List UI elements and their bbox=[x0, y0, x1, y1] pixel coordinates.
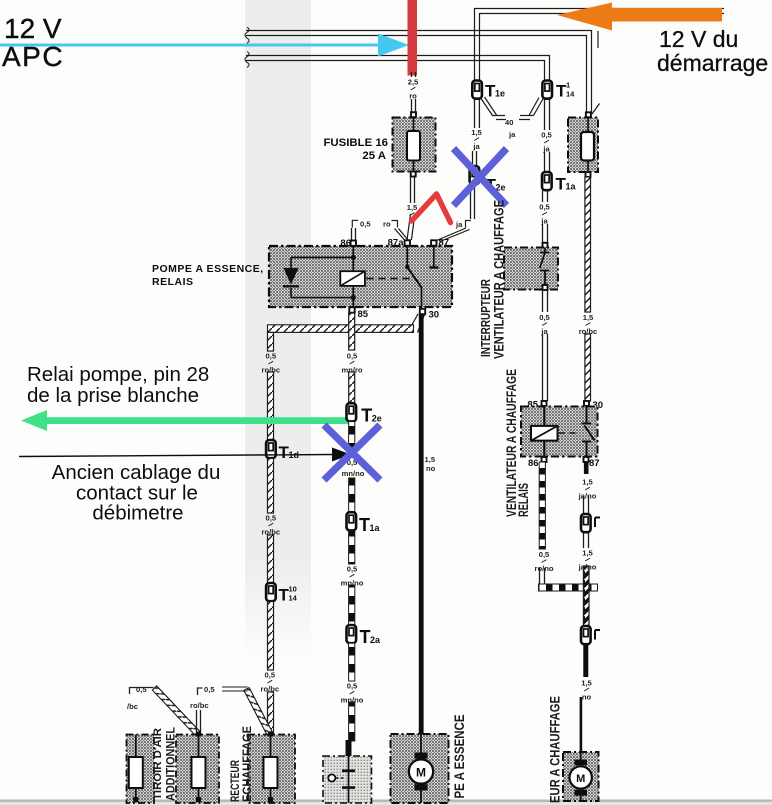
svg-text:ro/bc: ro/bc bbox=[262, 366, 281, 375]
svg-text:85: 85 bbox=[358, 309, 369, 320]
svg-text:14: 14 bbox=[288, 594, 297, 603]
svg-text:0,5: 0,5 bbox=[204, 685, 215, 694]
svg-text:1e: 1e bbox=[495, 89, 505, 99]
svg-text:0,5: 0,5 bbox=[266, 514, 277, 523]
svg-text:87a: 87a bbox=[388, 238, 405, 249]
svg-text:0,5: 0,5 bbox=[539, 550, 550, 559]
svg-text:0,5: 0,5 bbox=[347, 682, 358, 691]
svg-text:mn/no: mn/no bbox=[341, 579, 364, 588]
svg-text:1,5: 1,5 bbox=[581, 679, 592, 688]
svg-text:ro/bc: ro/bc bbox=[262, 528, 281, 537]
svg-text:14: 14 bbox=[566, 90, 575, 99]
svg-text:87: 87 bbox=[439, 238, 450, 249]
svg-text:ja: ja bbox=[540, 217, 548, 226]
svg-text:ro: ro bbox=[409, 92, 417, 101]
svg-text:RELAIS: RELAIS bbox=[152, 276, 194, 288]
svg-text:1a: 1a bbox=[565, 182, 576, 192]
svg-text:25 A: 25 A bbox=[362, 150, 386, 162]
svg-text:ro/bc: ro/bc bbox=[261, 685, 280, 694]
svg-text:12 V: 12 V bbox=[4, 13, 62, 44]
svg-text:mn/no: mn/no bbox=[342, 469, 365, 478]
svg-text:0,5: 0,5 bbox=[347, 352, 358, 361]
svg-text:0,5: 0,5 bbox=[265, 671, 276, 680]
svg-text:1: 1 bbox=[566, 81, 570, 90]
svg-text:ADDITIONNEL: ADDITIONNEL bbox=[164, 727, 178, 801]
svg-text:ja: ja bbox=[542, 145, 550, 154]
svg-text:2,5: 2,5 bbox=[408, 78, 419, 87]
svg-text:1,5: 1,5 bbox=[425, 455, 436, 464]
svg-text:PE A ESSENCE: PE A ESSENCE bbox=[451, 715, 467, 799]
svg-text:10: 10 bbox=[288, 585, 296, 594]
svg-text:12 V du: 12 V du bbox=[659, 26, 738, 52]
svg-text:/bc: /bc bbox=[127, 702, 138, 711]
svg-text:ro: ro bbox=[383, 220, 391, 229]
svg-text:1,5: 1,5 bbox=[407, 203, 418, 212]
svg-text:1,5: 1,5 bbox=[582, 549, 593, 558]
svg-text:VENTILATEUR A CHAUFFAGE: VENTILATEUR A CHAUFFAGE bbox=[492, 200, 507, 359]
svg-text:85: 85 bbox=[527, 400, 538, 411]
svg-text:démarrage: démarrage bbox=[657, 50, 768, 76]
svg-text:no: no bbox=[582, 693, 592, 702]
svg-text:ja/no: ja/no bbox=[578, 492, 597, 501]
svg-text:T: T bbox=[485, 82, 496, 101]
svg-text:FUSIBLE 16: FUSIBLE 16 bbox=[323, 137, 388, 149]
svg-text:0,5: 0,5 bbox=[539, 313, 550, 322]
svg-text:POMPE A ESSENCE,: POMPE A ESSENCE, bbox=[152, 263, 264, 275]
svg-text:1,5: 1,5 bbox=[471, 128, 482, 137]
svg-text:T: T bbox=[279, 586, 290, 605]
svg-text:2e: 2e bbox=[372, 414, 382, 424]
svg-text:0,5: 0,5 bbox=[347, 565, 358, 574]
svg-text:INTERRUPTEUR: INTERRUPTEUR bbox=[478, 279, 493, 357]
svg-text:T: T bbox=[361, 406, 372, 426]
svg-text:1,5: 1,5 bbox=[582, 478, 593, 487]
svg-text:M: M bbox=[416, 766, 426, 780]
svg-text:87: 87 bbox=[589, 458, 600, 469]
svg-text:ro/bc: ro/bc bbox=[190, 701, 209, 710]
svg-text:T: T bbox=[556, 175, 567, 194]
svg-text:40: 40 bbox=[505, 118, 513, 127]
svg-text:T: T bbox=[359, 515, 370, 535]
svg-text:ja: ja bbox=[508, 130, 516, 139]
svg-text:débimetre: débimetre bbox=[92, 502, 183, 525]
svg-text:0,5: 0,5 bbox=[347, 458, 358, 467]
svg-text:1a: 1a bbox=[370, 523, 381, 533]
svg-text:ja: ja bbox=[472, 142, 480, 151]
svg-text:T: T bbox=[556, 82, 567, 101]
svg-text:EUR A CHAUFFAGE: EUR A CHAUFFAGE bbox=[548, 696, 563, 803]
svg-text:ro/bc: ro/bc bbox=[579, 327, 598, 336]
svg-text:1,5: 1,5 bbox=[583, 313, 594, 322]
svg-text:M: M bbox=[576, 773, 585, 785]
svg-text:ja/no: ja/no bbox=[578, 563, 597, 572]
svg-text:T: T bbox=[279, 443, 290, 462]
svg-text:VENTILATEUR A CHAUFFAGE: VENTILATEUR A CHAUFFAGE bbox=[504, 369, 519, 517]
svg-text:2a: 2a bbox=[370, 635, 381, 645]
svg-text:RELAIS: RELAIS bbox=[516, 483, 531, 517]
svg-text:0,5: 0,5 bbox=[136, 685, 147, 694]
svg-text:RECTEUR: RECTEUR bbox=[230, 759, 242, 802]
svg-text:mn/no: mn/no bbox=[341, 696, 364, 705]
svg-text:ECHAUFFAGE: ECHAUFFAGE bbox=[240, 726, 254, 802]
svg-text:0,5: 0,5 bbox=[539, 203, 550, 212]
svg-text:30: 30 bbox=[593, 400, 604, 411]
svg-text:de la prise blanche: de la prise blanche bbox=[27, 384, 199, 407]
svg-text:0,5: 0,5 bbox=[360, 220, 371, 229]
svg-text:2e: 2e bbox=[495, 183, 505, 193]
svg-text:mn/ro: mn/ro bbox=[341, 366, 362, 375]
svg-text:TIROIR D'AIR: TIROIR D'AIR bbox=[152, 728, 164, 800]
svg-text:0,5: 0,5 bbox=[541, 131, 552, 140]
svg-text:0,5: 0,5 bbox=[266, 352, 277, 361]
svg-text:Relai pompe, pin 28: Relai pompe, pin 28 bbox=[27, 363, 209, 386]
svg-text:no: no bbox=[426, 464, 436, 473]
svg-text:86: 86 bbox=[340, 238, 351, 249]
svg-text:Ancien cablage du: Ancien cablage du bbox=[52, 461, 221, 484]
svg-text:contact sur le: contact sur le bbox=[76, 482, 198, 505]
svg-text:ja: ja bbox=[540, 327, 548, 336]
svg-text:T: T bbox=[360, 627, 371, 647]
svg-text:86: 86 bbox=[528, 458, 539, 469]
svg-text:30: 30 bbox=[429, 310, 440, 321]
svg-text:APC: APC bbox=[2, 41, 64, 72]
svg-text:ja: ja bbox=[455, 220, 463, 229]
